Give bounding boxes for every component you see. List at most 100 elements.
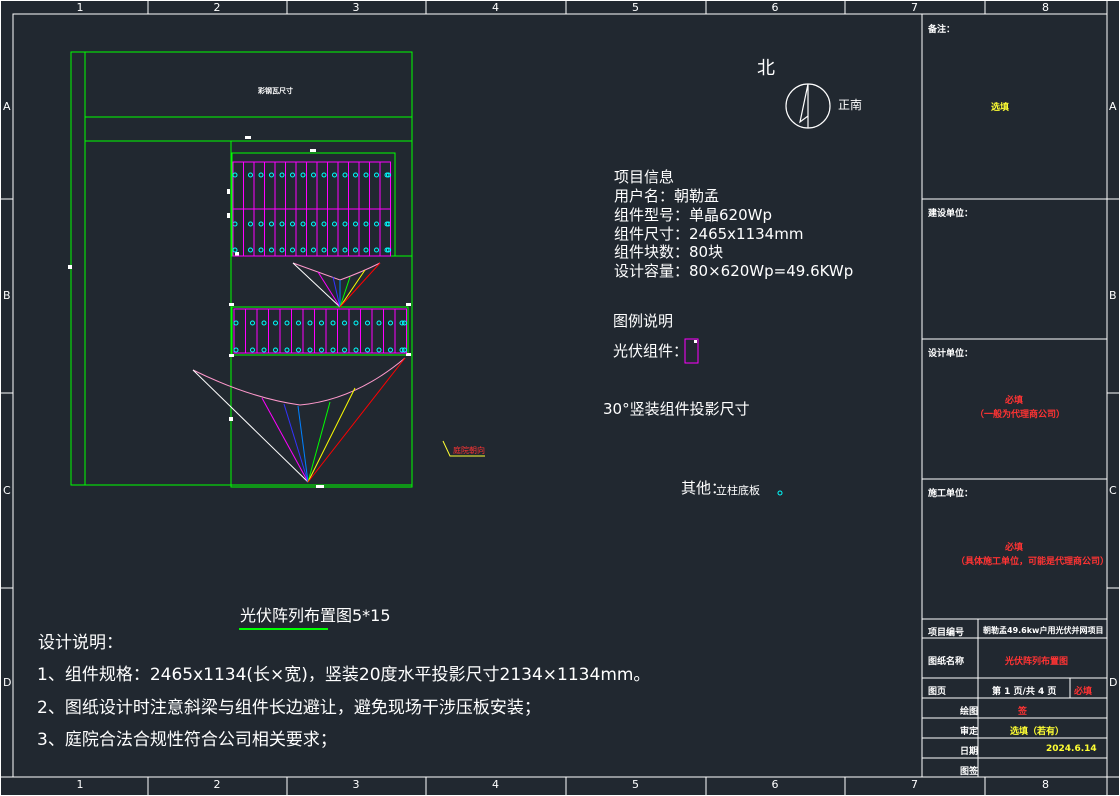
row-label: C	[3, 483, 11, 497]
tb-sheet-label: 图页	[928, 687, 947, 697]
legend-other-item: 立柱底板	[716, 484, 760, 497]
pv-dot	[353, 221, 358, 227]
pv-dot	[269, 172, 274, 178]
tb-review-value: 选填（若有）	[1010, 727, 1065, 737]
pv-dot	[284, 347, 290, 353]
tb-stamp-label: 图签	[960, 767, 979, 777]
pv-module	[243, 161, 255, 210]
tb-sheet-required: 必填	[1074, 687, 1093, 697]
projection-fan	[292, 262, 381, 308]
column-label: 5	[632, 1, 639, 14]
pv-dot	[386, 172, 391, 178]
pv-module	[233, 308, 246, 354]
project-info-line: 组件型号：单晶620Wp	[614, 206, 772, 224]
column-label: 3	[352, 778, 360, 791]
fan-ray	[317, 271, 341, 308]
pv-dot	[307, 320, 313, 326]
pv-dot	[363, 221, 369, 227]
pv-dot	[232, 247, 238, 253]
pv-dot	[374, 221, 379, 227]
column-label: 8	[1042, 1, 1049, 14]
pv-dot	[319, 347, 324, 353]
row-label: C	[1109, 483, 1117, 497]
fan-ray	[339, 269, 366, 308]
pv-module	[383, 308, 396, 354]
project-info-line: 组件尺寸：2465x1134mm	[614, 225, 804, 243]
tb-design-label: 设计单位：	[928, 349, 974, 359]
pv-dot	[342, 347, 347, 353]
column-label: 1	[76, 778, 84, 791]
pv-module	[337, 308, 350, 354]
notes-item: 2、图纸设计时注意斜梁与组件长边避让，避免现场干涉压板安装；	[37, 698, 541, 718]
pv-dot	[402, 347, 407, 353]
pv-dot	[353, 347, 359, 353]
tb-sheet-value: 第 1 页/共 4 页	[992, 687, 1057, 697]
pv-dot	[232, 221, 238, 227]
pv-dot	[321, 172, 327, 178]
pv-dot	[353, 247, 358, 253]
column-label: 2	[213, 1, 221, 14]
plan-top-label: 彩钢瓦尺寸	[258, 87, 293, 95]
site-outline	[70, 51, 413, 488]
pv-dot	[321, 221, 327, 227]
tb-drawer-label: 绘图	[960, 707, 979, 717]
roof-mark-line	[442, 440, 485, 457]
pv-module	[302, 308, 315, 354]
fan-ray	[339, 262, 381, 308]
pv-module	[348, 308, 361, 354]
pv-dot	[311, 221, 316, 227]
tb-date-label: 日期	[960, 747, 979, 757]
pv-module	[245, 308, 258, 354]
fan-ray	[283, 403, 309, 483]
pv-module	[268, 308, 281, 354]
title-block-grid	[921, 14, 1107, 777]
plan-title: 光伏阵列布置图5*15	[240, 606, 391, 625]
compass-north: 北	[757, 58, 775, 79]
pv-array-block	[233, 308, 407, 354]
tb-project-no-label: 项目编号	[928, 628, 965, 638]
row-label: A	[1109, 99, 1117, 113]
pv-dot	[250, 347, 255, 353]
pv-dot	[319, 320, 324, 326]
fan-arc	[192, 357, 406, 406]
pv-dot	[399, 347, 405, 353]
notes-item: 3、庭院合法合规性符合公司相关要求；	[37, 730, 337, 750]
project-info-heading: 项目信息	[614, 168, 675, 186]
pv-dot	[388, 347, 393, 353]
pv-dot	[279, 172, 285, 178]
tb-remarks-label: 备注：	[928, 25, 956, 35]
legend-base-dot	[777, 490, 783, 496]
pv-dot	[284, 320, 290, 326]
pv-dot	[332, 172, 337, 178]
tb-design-value-2: （一般为代理商公司）	[975, 410, 1066, 420]
pv-dot	[250, 320, 255, 326]
pv-array-block	[232, 208, 391, 257]
pv-dot	[258, 247, 264, 253]
pv-dot	[248, 172, 253, 178]
pv-module	[295, 161, 307, 210]
tb-construct-value-1: 必填	[1005, 543, 1024, 553]
pv-module	[232, 161, 244, 210]
tb-design-value-1: 必填	[1005, 396, 1024, 406]
pv-dot	[269, 247, 274, 253]
column-label: 5	[632, 778, 639, 791]
pv-dot	[269, 221, 274, 227]
compass-label: 正南	[838, 98, 863, 112]
column-label: 1	[76, 1, 84, 14]
pv-module	[369, 161, 381, 210]
pv-dot	[353, 172, 358, 178]
pv-array-block	[232, 161, 391, 210]
tb-date-value: 2024.6.14	[1046, 744, 1097, 754]
pv-dot	[376, 347, 382, 353]
pv-dot	[332, 247, 337, 253]
column-label: 6	[771, 1, 779, 14]
pv-dot	[290, 247, 295, 253]
pv-module	[232, 208, 244, 257]
pv-module	[256, 308, 269, 354]
pv-module	[371, 308, 384, 354]
pv-dot	[296, 320, 301, 326]
fan-ray	[307, 357, 406, 483]
pv-dot	[233, 347, 239, 353]
pv-module	[232, 208, 244, 257]
